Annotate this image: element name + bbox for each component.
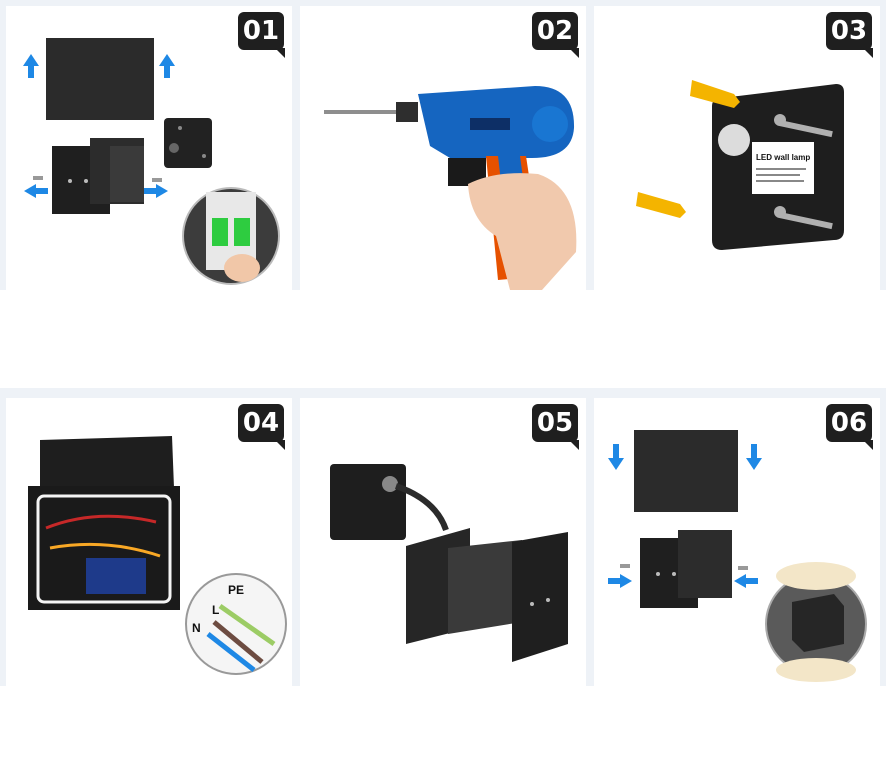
step-panel-02: 02 xyxy=(300,6,586,290)
screw-icon xyxy=(738,566,748,570)
sensor-icon xyxy=(718,124,750,156)
step-number-badge: 04 xyxy=(238,404,285,450)
spacer-strip xyxy=(0,290,886,388)
power-cable xyxy=(394,483,449,532)
drill-bit xyxy=(324,110,402,114)
lamp-housing xyxy=(40,436,174,492)
wire-terminal-inset xyxy=(185,573,287,675)
step-panel-05: 05 xyxy=(300,398,586,686)
lamp-cover xyxy=(46,38,154,120)
inward-arrow-icon xyxy=(608,574,758,588)
step-number-badge: 03 xyxy=(826,12,873,58)
step-number-badge: 06 xyxy=(826,404,873,450)
wire xyxy=(45,514,157,530)
wire-label-pe: PE xyxy=(228,583,244,597)
step-05-illustration xyxy=(330,464,568,662)
breaker-switch xyxy=(212,218,228,246)
down-arrow-icon xyxy=(608,444,762,470)
driver-module xyxy=(86,558,146,594)
up-arrow-icon xyxy=(23,54,175,78)
mounting-plate xyxy=(330,464,406,540)
mounting-plate xyxy=(164,118,212,168)
step-06-illustration xyxy=(608,430,867,682)
drill-chuck xyxy=(396,102,418,122)
screw-icon xyxy=(620,564,630,568)
step-panel-01: 01 xyxy=(6,6,292,290)
step-number-badge: 01 xyxy=(238,12,285,58)
spacer-strip xyxy=(0,686,886,766)
screw-icon xyxy=(33,176,43,180)
step-number-badge: 02 xyxy=(532,12,579,58)
outward-arrow-icon xyxy=(24,184,168,198)
step-02-illustration xyxy=(324,86,577,290)
step-01-illustration xyxy=(23,38,280,285)
step-04-illustration: PE L N xyxy=(28,436,287,675)
breaker-switch xyxy=(234,218,250,246)
step-03-illustration: LED wall lamp xyxy=(636,80,844,250)
step-panel-06: 06 xyxy=(594,398,880,686)
wire-label-n: N xyxy=(192,621,201,635)
wire-label-l: L xyxy=(212,603,219,617)
screw-icon xyxy=(152,178,162,182)
hand xyxy=(224,254,260,282)
step-panel-04: PE L N 04 xyxy=(6,398,292,686)
product-label-title: LED wall lamp xyxy=(756,153,810,162)
screw-icon xyxy=(774,114,833,230)
wall-anchor-icon xyxy=(636,80,740,218)
step-panel-03: LED wall lamp 03 xyxy=(594,6,880,290)
lamp-cover xyxy=(634,430,738,512)
step-number-badge: 05 xyxy=(532,404,579,450)
hand xyxy=(468,173,577,290)
